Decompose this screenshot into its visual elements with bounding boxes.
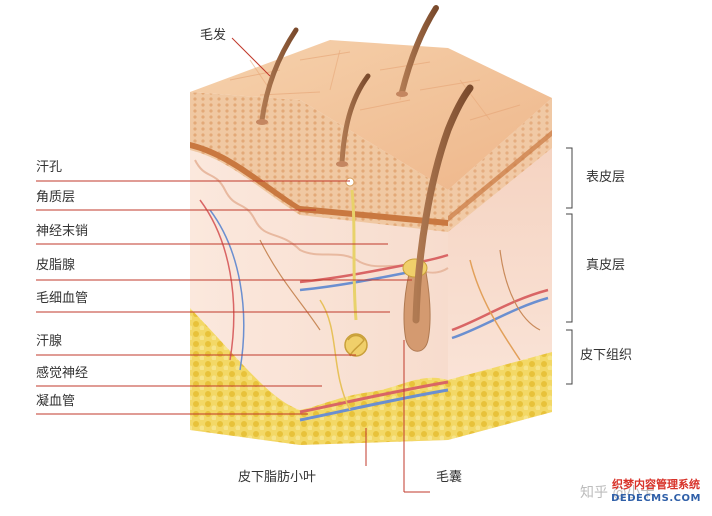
logo-en-text: DEDECMS.COM bbox=[611, 493, 701, 504]
hairs bbox=[256, 5, 474, 324]
label-sweat-pore: 汗孔 bbox=[36, 160, 63, 175]
sweat-pore-marker bbox=[345, 177, 355, 187]
layer-dermis: 真皮层 bbox=[586, 258, 626, 273]
label-hair-follicle: 毛囊 bbox=[436, 470, 463, 485]
hair-label: 毛发 bbox=[200, 28, 227, 43]
site-logo[interactable]: 织梦内容管理系统 DEDECMS.COM bbox=[604, 478, 708, 510]
right-face bbox=[448, 98, 552, 440]
label-fat-lobule: 皮下脂肪小叶 bbox=[238, 470, 317, 485]
logo-cn-text: 织梦内容管理系统 bbox=[612, 478, 700, 491]
leader-lines bbox=[36, 37, 430, 493]
watermark: 知乎 @小卡 bbox=[580, 485, 655, 501]
front-face bbox=[190, 92, 449, 445]
top-face bbox=[190, 40, 552, 190]
layer-subcutaneous: 皮下组织 bbox=[580, 348, 633, 363]
layer-brackets bbox=[566, 147, 573, 385]
label-stratum-corneum: 角质层 bbox=[36, 190, 76, 205]
label-nerve-ending: 神经末销 bbox=[36, 224, 89, 239]
label-sensory-nerve: 感觉神经 bbox=[36, 366, 89, 381]
label-coagulation-vessel: 凝血管 bbox=[36, 394, 76, 409]
label-sweat-gland: 汗腺 bbox=[36, 334, 63, 349]
label-sebaceous-gland: 皮脂腺 bbox=[36, 258, 76, 273]
layer-epidermis: 表皮层 bbox=[586, 170, 626, 185]
label-capillary: 毛细血管 bbox=[36, 291, 89, 306]
